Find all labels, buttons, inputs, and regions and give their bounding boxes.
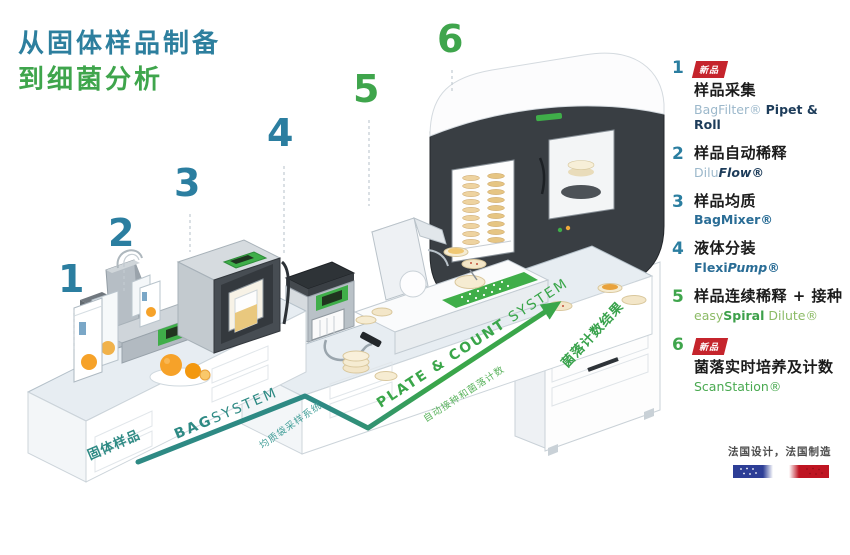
oranges-plate [149,354,211,387]
step-marker-6: 6 [437,17,464,61]
step-marker-2: 2 [108,211,135,255]
page-title-line2: 到细菌分析 [18,65,164,96]
brand-flow: Flow® [718,164,764,180]
sample-bags [73,290,119,383]
list-item-2-label: 样品自动稀释 [694,143,788,162]
list-item-1-brand: BagFilter® Pipet & Roll [694,102,846,132]
list-item-6: 6 新品 菌落实时培养及计数 ScanStation® [672,335,846,394]
origin-flags [733,463,829,478]
flow-arrow [135,301,562,465]
step-marker-3: 3 [174,161,201,205]
bagmixer-machine [176,239,291,354]
made-in-france-text: 法国设计，法国制造 [728,446,832,458]
easyspiral-machine [353,217,550,355]
list-item-6-label: 菌落实时培养及计数 [694,357,834,376]
list-item-3-number: 3 [672,191,684,212]
list-item-6-brand: ScanStation® [694,379,846,394]
list-item-5-label: 样品连续稀释 + 接种 [694,287,843,305]
list-item-3: 3 样品均质 BagMixer® [672,192,846,228]
list-item-2: 2 样品自动稀释 DiluFlow® [672,144,846,180]
list-item-6-number: 6 [672,334,684,355]
brand-dilute: Dilute® [768,307,818,323]
step-marker-1: 1 [58,257,85,301]
list-item-5-brand: easySpiral Dilute® [694,308,846,323]
list-item-4: 4 液体分装 FlexiPump® [672,239,846,275]
list-item-4-number: 4 [672,239,684,260]
new-badge: 新品 [691,337,729,355]
eu-flag-icon [733,463,773,478]
list-item-4-brand: FlexiPump® [694,260,846,275]
lab-workflow-illustration [26,52,665,483]
brand-scanstation: ScanStation® [694,378,782,394]
list-item-2-brand: DiluFlow® [694,165,846,180]
list-item-2-number: 2 [672,143,684,164]
petri-stacks [462,173,505,245]
page-title: 从固体样品制备 到细菌分析 [18,26,221,99]
brand-dilu: Dilu [694,164,719,180]
list-item-5-number: 5 [672,287,684,307]
list-item-3-brand: BagMixer® [694,212,846,227]
flexipump-machine [284,261,398,381]
marker-leader-lines [73,70,453,352]
brand-pump: Pump® [727,260,780,275]
brand-spiral: Spiral [723,307,765,323]
list-item-5: 5 样品连续稀释 + 接种 easySpiral Dilute® [672,287,846,323]
brand-easy: easy [694,307,724,323]
france-flag-icon [789,463,829,478]
list-item-4-label: 液体分装 [694,239,757,258]
product-list: 1 新品 样品采集 BagFilter® Pipet & Roll 2 样品自动… [672,58,846,406]
brand-bagfilter: BagFilter® [694,101,762,117]
step-marker-4: 4 [267,111,294,155]
step-marker-5: 5 [353,67,380,111]
list-item-1-label: 样品采集 [694,81,757,99]
brand-bagmixer: BagMixer® [694,212,773,228]
list-item-3-label: 样品均质 [694,191,757,210]
brand-flexi: Flexi [694,260,728,275]
page-title-line1: 从固体样品制备 [18,29,222,59]
new-badge: 新品 [691,61,729,78]
list-item-1-number: 1 [672,58,684,78]
brand-pipet-roll: Pipet & Roll [694,101,818,132]
list-item-1: 1 新品 样品采集 BagFilter® Pipet & Roll [672,58,846,132]
